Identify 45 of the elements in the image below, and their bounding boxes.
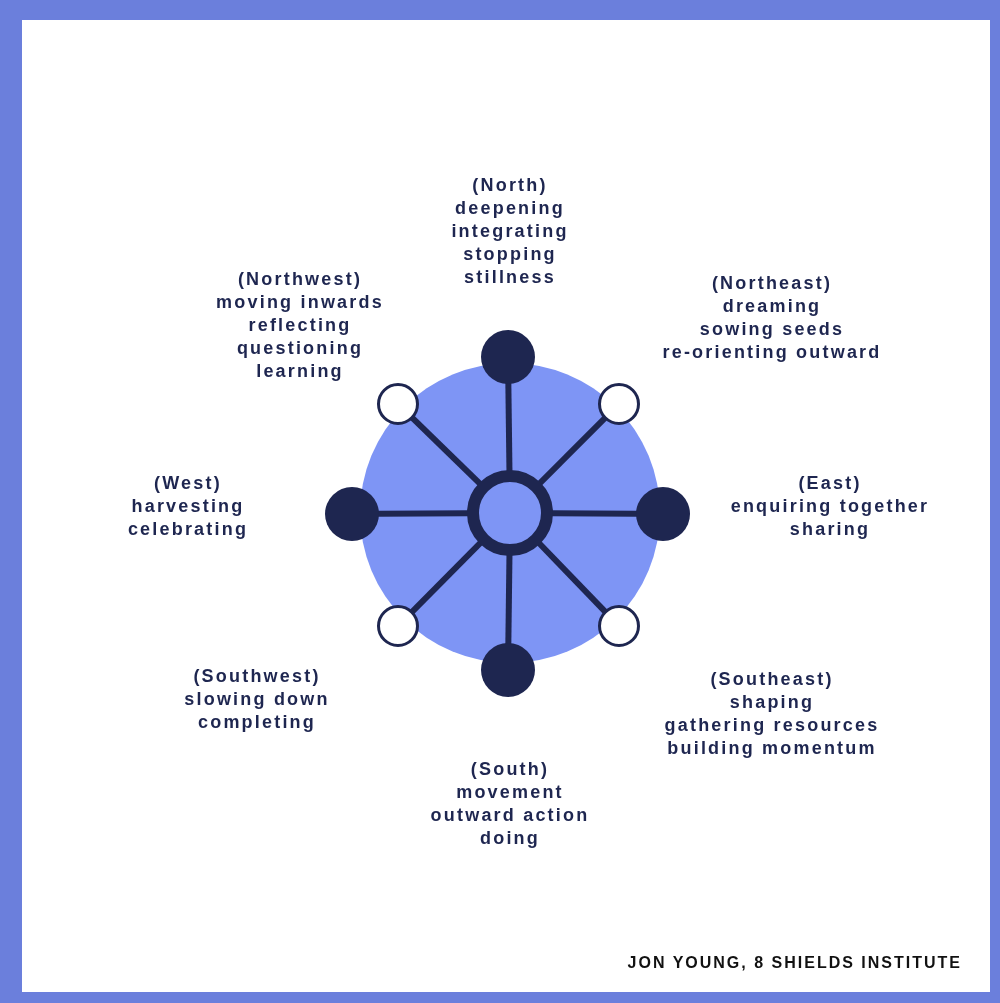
direction-heading: (South): [470, 758, 550, 781]
direction-heading: (East): [798, 472, 862, 495]
spoke-line: [537, 416, 607, 486]
spoke-line: [537, 541, 608, 614]
quality-text: stopping: [463, 243, 557, 266]
direction-heading: (West): [154, 472, 222, 495]
spoke-line: [552, 510, 638, 517]
spoke-line: [409, 540, 483, 614]
quality-text: enquiring together: [730, 495, 930, 518]
quality-text: gathering resources: [664, 714, 880, 737]
direction-circle: [636, 487, 690, 541]
quality-text: questioning: [236, 337, 364, 360]
quality-text: slowing down: [184, 688, 330, 711]
quality-text: sowing seeds: [699, 318, 845, 341]
direction-heading: (North): [472, 174, 548, 197]
quality-text: sharing: [789, 518, 871, 541]
quality-text: movement: [456, 781, 564, 804]
spoke-line: [505, 382, 513, 472]
quality-text: re-orienting outward: [662, 341, 882, 364]
quality-text: integrating: [451, 220, 569, 243]
quality-text: completing: [198, 711, 316, 734]
quality-text: learning: [256, 360, 344, 383]
direction-heading: (Southwest): [193, 665, 321, 688]
quality-text: dreaming: [722, 295, 822, 318]
spoke-line: [505, 554, 513, 645]
direction-heading: (Northeast): [711, 272, 833, 295]
direction-circle: [481, 643, 535, 697]
quality-text: shaping: [729, 691, 815, 714]
direction-heading: (Northwest): [237, 268, 363, 291]
quality-text: harvesting: [131, 495, 245, 518]
quality-text: moving inwards: [216, 291, 384, 314]
direction-circle: [481, 330, 535, 384]
quality-text: deepening: [455, 197, 565, 220]
spoke-line: [377, 510, 468, 517]
quality-text: building momentum: [667, 737, 877, 760]
quality-text: outward action: [430, 804, 590, 827]
spoke-line: [410, 415, 482, 486]
quality-text: celebrating: [127, 518, 249, 541]
credit-text: JON YOUNG, 8 SHIELDS INSTITUTE: [627, 954, 962, 972]
quality-text: stillness: [464, 266, 556, 289]
quality-text: doing: [480, 827, 540, 850]
direction-heading: (Southeast): [710, 668, 834, 691]
direction-circle: [325, 487, 379, 541]
quality-text: reflecting: [248, 314, 352, 337]
hub-ring: [467, 470, 553, 556]
